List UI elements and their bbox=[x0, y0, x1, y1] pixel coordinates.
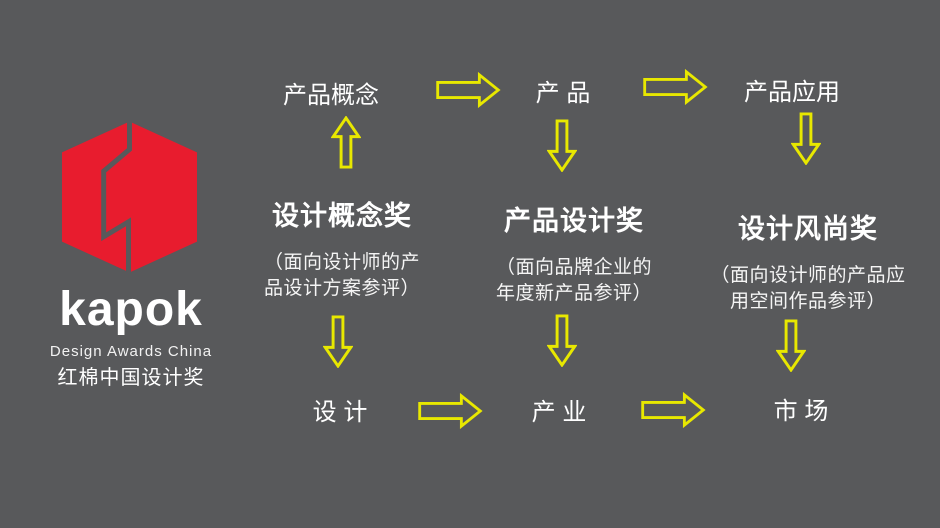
arrow-right-icon bbox=[643, 69, 708, 105]
node-design: 设 计 bbox=[312, 399, 368, 426]
arrow-right-icon bbox=[418, 393, 483, 429]
brand-tagline-cn: 红棉中国设计奖 bbox=[57, 367, 205, 389]
arrow-down-icon bbox=[547, 314, 577, 367]
node-product: 产 品 bbox=[535, 80, 591, 107]
award-product-design: 产品设计奖 （面向品牌企业的 年度新产品参评） bbox=[496, 199, 652, 307]
node-product-application: 产品应用 bbox=[744, 79, 840, 106]
node-market: 市 场 bbox=[773, 398, 829, 425]
award-subtitle-line: （面向品牌企业的 bbox=[495, 257, 653, 278]
award-subtitle: （面向设计师的产品应 用空间作品参评） bbox=[710, 263, 905, 315]
award-subtitle-line: （面向设计师的产 bbox=[263, 252, 421, 273]
arrow-down-icon bbox=[547, 119, 577, 172]
award-design-style: 设计风尚奖 （面向设计师的产品应 用空间作品参评） bbox=[710, 207, 905, 315]
arrow-down-icon bbox=[323, 315, 353, 368]
node-product-concept: 产品概念 bbox=[283, 82, 379, 109]
award-subtitle-line: （面向设计师的产品应 bbox=[710, 265, 906, 286]
award-title: 产品设计奖 bbox=[503, 206, 644, 236]
award-subtitle-line: 品设计方案参评） bbox=[263, 278, 421, 299]
arrow-right-icon bbox=[436, 72, 501, 108]
brand-tagline-en: Design Awards China bbox=[49, 343, 213, 360]
award-title: 设计概念奖 bbox=[271, 201, 412, 231]
award-title: 设计风尚奖 bbox=[737, 214, 878, 244]
award-design-concept: 设计概念奖 （面向设计师的产 品设计方案参评） bbox=[264, 194, 420, 302]
arrow-right-icon bbox=[641, 392, 706, 428]
arrow-down-icon bbox=[776, 319, 806, 372]
award-subtitle: （面向设计师的产 品设计方案参评） bbox=[264, 250, 420, 302]
arrow-down-icon bbox=[791, 112, 821, 165]
award-subtitle: （面向品牌企业的 年度新产品参评） bbox=[496, 255, 652, 307]
award-subtitle-line: 用空间作品参评） bbox=[729, 291, 887, 312]
node-industry: 产 业 bbox=[531, 399, 587, 426]
kapok-hexagon-logo-icon bbox=[62, 121, 197, 273]
arrow-up-icon bbox=[331, 116, 361, 169]
award-subtitle-line: 年度新产品参评） bbox=[495, 283, 653, 304]
brand-wordmark: kapok bbox=[59, 283, 203, 336]
